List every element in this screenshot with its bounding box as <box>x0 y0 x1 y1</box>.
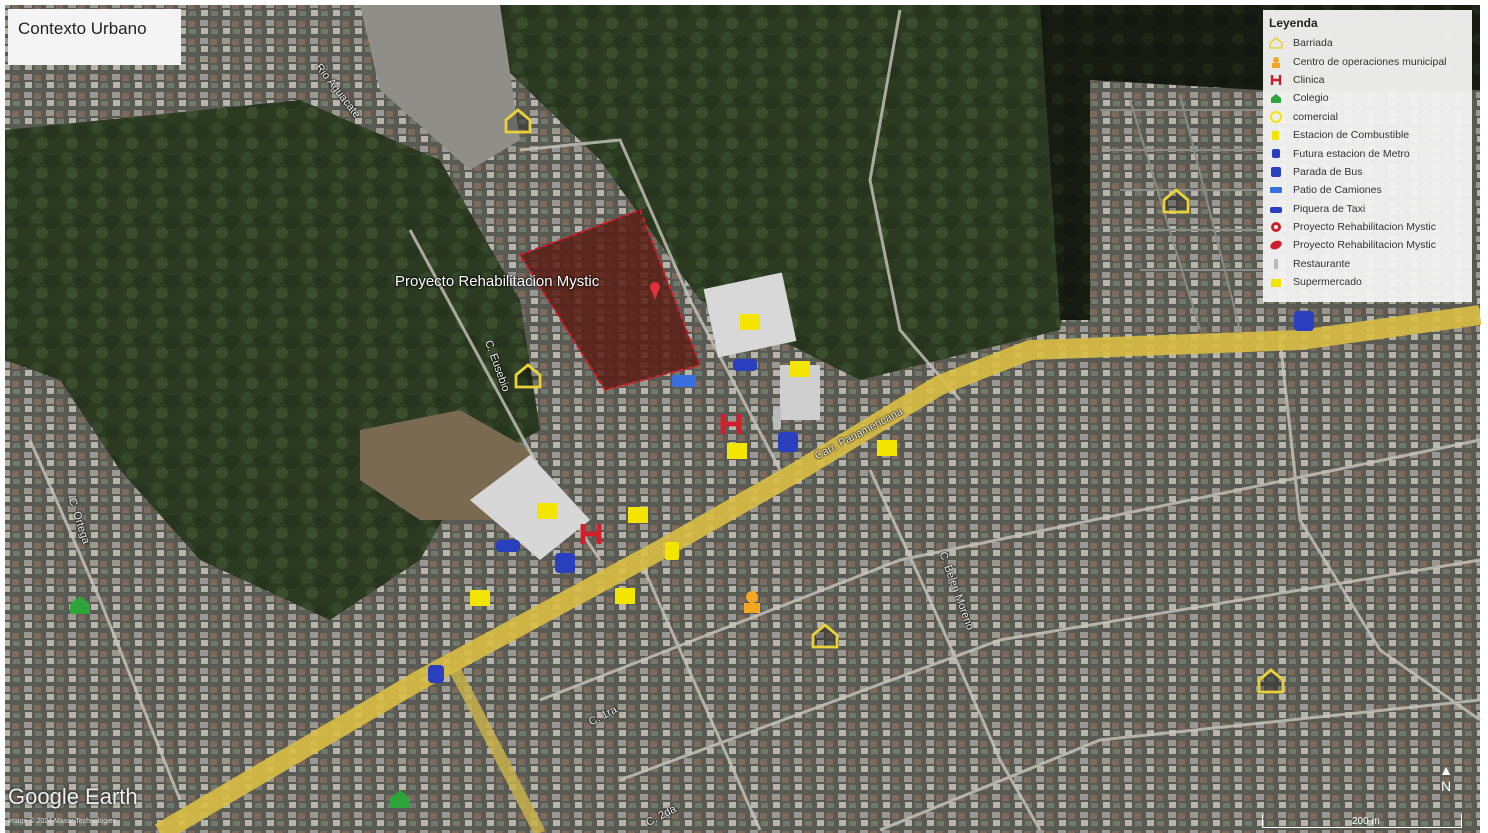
shopping-icon[interactable] <box>790 361 810 377</box>
house-icon[interactable] <box>504 108 532 134</box>
legend-title: Leyenda <box>1269 16 1318 30</box>
officer-icon[interactable] <box>744 591 760 613</box>
legend-item-label: Piquera de Taxi <box>1293 202 1366 215</box>
truck-icon <box>1270 187 1282 194</box>
scale-bar <box>1262 814 1462 828</box>
legend-item-label: Proyecto Rehabilitacion Mystic <box>1293 221 1436 234</box>
shopping-icon[interactable] <box>628 507 648 523</box>
legend-item: Barriada <box>1269 34 1466 52</box>
truck-icon[interactable] <box>672 375 696 387</box>
fuel-icon[interactable] <box>665 542 679 560</box>
house-icon[interactable] <box>811 623 839 649</box>
officer-icon <box>1272 56 1280 68</box>
hospital-icon[interactable] <box>720 414 742 434</box>
school-icon[interactable] <box>70 596 90 614</box>
legend-item-label: comercial <box>1293 110 1338 123</box>
bus-icon[interactable] <box>778 432 798 452</box>
legend-item-label: Centro de operaciones municipal <box>1293 55 1447 68</box>
legend-item: Proyecto Rehabilitacion Mystic <box>1269 218 1466 236</box>
secondary-road <box>449 667 546 833</box>
shopping-icon <box>1271 279 1281 288</box>
legend-item: Patio de Camiones <box>1269 181 1466 199</box>
legend-item: Parada de Bus <box>1269 163 1466 181</box>
house-icon[interactable] <box>514 363 542 389</box>
house-icon <box>1269 37 1283 49</box>
restaurant-icon <box>1274 258 1278 269</box>
shopping-icon[interactable] <box>537 503 557 519</box>
map-title: Contexto Urbano <box>8 9 181 65</box>
house-icon[interactable] <box>1162 188 1190 214</box>
legend-item: Supermercado <box>1269 273 1466 291</box>
legend-item: Proyecto Rehabilitacion Mystic <box>1269 236 1466 254</box>
google-earth-logo: Google Earth <box>8 784 138 809</box>
hospital-icon <box>1270 74 1282 85</box>
taxi-icon[interactable] <box>733 359 757 371</box>
taxi-icon <box>1270 206 1282 213</box>
shopping-icon[interactable] <box>470 590 490 606</box>
hospital-icon[interactable] <box>580 524 602 544</box>
shopping-icon[interactable] <box>740 314 760 330</box>
legend-item-label: Barriada <box>1293 37 1333 50</box>
legend-item: Centro de operaciones municipal <box>1269 52 1466 70</box>
restaurant-icon[interactable] <box>773 409 781 429</box>
legend-item-label: Futura estacion de Metro <box>1293 147 1410 160</box>
legend-item-label: Clinica <box>1293 73 1325 86</box>
house-icon[interactable] <box>1257 668 1285 694</box>
north-arrow-icon: ▲N <box>1439 762 1453 794</box>
metro-icon <box>1272 148 1280 158</box>
legend-item-label: Patio de Camiones <box>1293 184 1382 197</box>
legend-item-label: Parada de Bus <box>1293 165 1363 178</box>
legend-item: Colegio <box>1269 89 1466 107</box>
project-site-polygon[interactable] <box>518 208 702 392</box>
bus-icon <box>1271 166 1281 177</box>
legend-item-label: Colegio <box>1293 92 1329 105</box>
shopping-icon[interactable] <box>615 588 635 604</box>
project-label: Proyecto Rehabilitacion Mystic <box>395 273 600 290</box>
highway-panamericana <box>154 305 1482 833</box>
metro-icon[interactable] <box>428 665 444 683</box>
shopping-icon[interactable] <box>877 440 897 456</box>
copyright-text: Image © 2024 Maxar Technologies <box>8 818 117 825</box>
target-icon <box>1271 222 1281 233</box>
bus-icon[interactable] <box>555 553 575 573</box>
taxi-icon[interactable] <box>496 540 520 552</box>
legend-item: Piquera de Taxi <box>1269 200 1466 218</box>
bus-icon[interactable] <box>1294 311 1314 331</box>
scale-label: 200 m <box>1352 816 1380 827</box>
residential-grid <box>1100 94 1265 331</box>
legend-item-label: Supermercado <box>1293 276 1362 289</box>
circle-icon <box>1270 110 1282 123</box>
school-icon <box>1271 94 1281 104</box>
legend-item: Restaurante <box>1269 255 1466 273</box>
shopping-icon[interactable] <box>727 443 747 459</box>
school-icon[interactable] <box>390 790 410 808</box>
legend-item-label: Estacion de Combustible <box>1293 129 1410 142</box>
fuel-icon <box>1272 131 1279 141</box>
legend-item-label: Restaurante <box>1293 257 1351 270</box>
legend-item: comercial <box>1269 108 1466 126</box>
legend-item: Estacion de Combustible <box>1269 126 1466 144</box>
polygon-icon <box>1270 241 1282 250</box>
minor-roads <box>28 9 1481 832</box>
legend-item: Futura estacion de Metro <box>1269 144 1466 162</box>
legend-item-label: Proyecto Rehabilitacion Mystic <box>1293 239 1436 252</box>
legend-item: Clinica <box>1269 71 1466 89</box>
